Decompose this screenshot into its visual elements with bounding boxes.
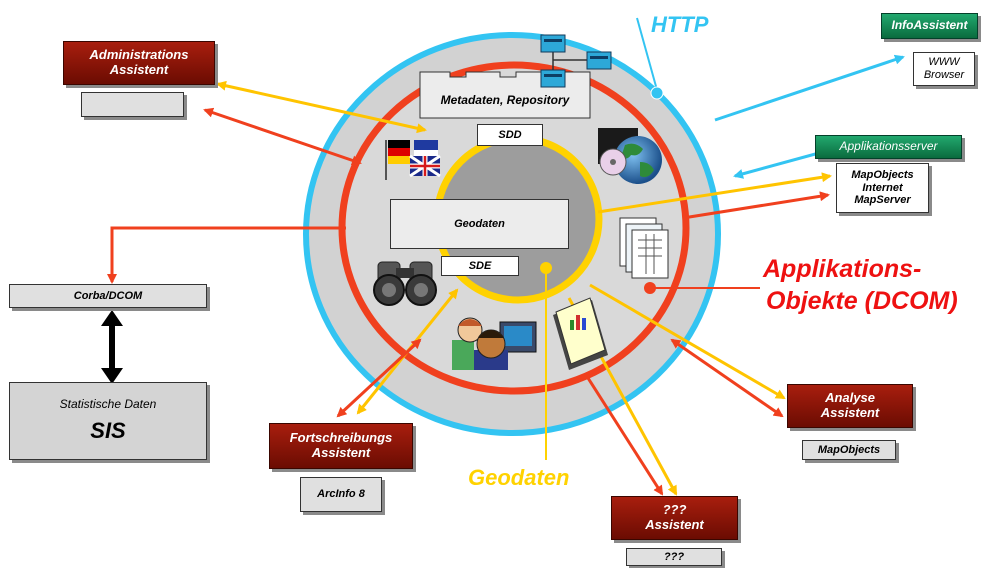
arcinfo-label: ArcInfo 8 — [317, 488, 365, 501]
geodaten-inner-label: Geodaten — [454, 217, 505, 230]
unknown-assistent-box: ??? Assistent — [611, 496, 738, 540]
applikations-objekte-label-1: Applikations- — [763, 255, 922, 283]
mapobjects-internet-box: MapObjects Internet MapServer — [836, 163, 929, 213]
applikations-dot — [644, 282, 656, 294]
arrow-mapobjects-internet-red — [682, 191, 830, 220]
unknown-label: ??? — [663, 550, 685, 563]
sdd-box: SDD — [477, 124, 543, 146]
fortschreibungs-assistent-label-1: Fortschreibungs — [289, 430, 393, 446]
arrow-applikationsserver — [733, 148, 831, 179]
http-line — [636, 17, 658, 91]
corba-dcom-label: Corba/DCOM — [73, 289, 143, 302]
geodaten-inner-box: Geodaten — [390, 199, 569, 249]
arrow-corba-sis-head-down — [101, 368, 123, 384]
mapobjects-internet-label-1: MapObjects — [851, 169, 914, 182]
fortschreibungs-assistent-label-2: Assistent — [311, 445, 371, 460]
geodaten-dot — [540, 262, 552, 274]
infoassistent-box: InfoAssistent — [881, 13, 978, 39]
browser-label: Browser — [923, 69, 965, 81]
applikationsserver-box: Applikationsserver — [815, 135, 962, 159]
sis-label: SIS — [90, 418, 126, 444]
fortschreibungs-assistent-box: Fortschreibungs Assistent — [269, 423, 413, 469]
network-servers-icon — [540, 34, 612, 88]
analyse-assistent-label-1: Analyse — [825, 390, 875, 406]
corba-dcom-box: Corba/DCOM — [9, 284, 207, 308]
statistische-daten-label: Statistische Daten — [59, 397, 157, 412]
unknown-assistent-label-1: ??? — [662, 502, 687, 518]
arrow-fortschreibung-red — [336, 338, 422, 418]
sdd-label: SDD — [498, 128, 522, 141]
mapobjects-label: MapObjects — [817, 443, 881, 456]
sis-box: Statistische Daten SIS — [9, 382, 207, 460]
mapobjects-box: MapObjects — [802, 440, 896, 460]
arcinfo-box: ArcInfo 8 — [300, 477, 382, 512]
flags-icon — [385, 140, 441, 180]
applikations-objekte-label-2: Objekte (DCOM) — [766, 287, 958, 315]
http-dot — [650, 86, 664, 100]
http-label: HTTP — [651, 12, 709, 37]
arrow-corba-sis-head-up — [101, 310, 123, 326]
www-label: WWW — [928, 56, 960, 69]
arrow-unknown-red — [586, 377, 664, 496]
arrow-admin-yellow — [216, 80, 427, 134]
geodaten-outer-label: Geodaten — [468, 465, 570, 490]
unknown-assistent-label-2: Assistent — [645, 517, 704, 532]
applikationsserver-label: Applikationsserver — [839, 139, 938, 154]
globe-cd-icon — [598, 128, 662, 184]
arrow-corba-red — [107, 226, 346, 284]
arrow-admin-red — [203, 107, 362, 166]
sde-box: SDE — [441, 256, 519, 276]
mapobjects-internet-label-3: MapServer — [854, 194, 911, 207]
www-browser-box: WWW Browser — [913, 52, 975, 86]
unknown-box: ??? — [626, 548, 722, 566]
binoculars-icon — [373, 261, 437, 306]
infoassistent-label: InfoAssistent — [891, 18, 968, 33]
mapobjects-internet-label-2: Internet — [862, 181, 903, 194]
arrow-mapobjects-internet-yellow — [597, 172, 832, 214]
admin-assistent-subbox — [81, 92, 184, 117]
users-computer-icon — [452, 317, 537, 370]
sde-label: SDE — [468, 259, 492, 272]
arrow-analyse-red — [670, 338, 784, 418]
metadaten-label: Metadaten, Repository — [440, 93, 570, 108]
admin-assistent-label-2: Assistent — [109, 62, 169, 77]
admin-assistent-label-1: Administrations — [89, 47, 189, 63]
analyse-assistent-label-2: Assistent — [820, 405, 880, 420]
arrow-infoassistent — [714, 54, 905, 122]
documents-icon — [619, 217, 669, 279]
admin-assistent-box: Administrations Assistent — [63, 41, 215, 85]
analyse-assistent-box: Analyse Assistent — [787, 384, 913, 428]
report-chart-icon — [553, 297, 608, 370]
